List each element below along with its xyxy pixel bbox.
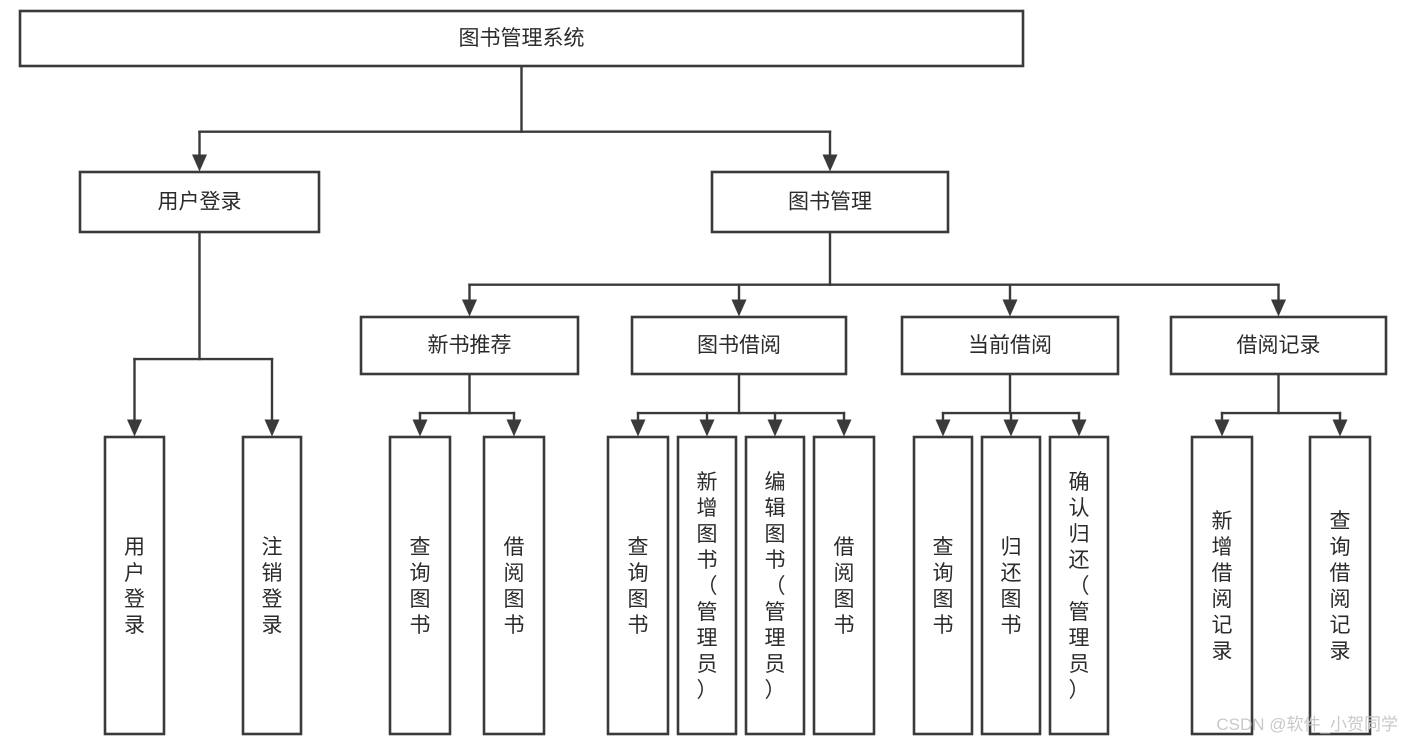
node-label-leaf-confirm-return: 确认归还（管理员） bbox=[1069, 471, 1090, 702]
node-root[interactable]: 图书管理系统 bbox=[18, 9, 1025, 68]
node-label-leaf-query-record: 查询借阅记录 bbox=[1330, 510, 1351, 663]
arrow-head-book-management-current-borrow bbox=[1002, 299, 1018, 317]
node-box-leaf-confirm-return bbox=[1048, 435, 1110, 736]
edge-group-book-borrow bbox=[630, 372, 852, 437]
node-leaf-confirm-return[interactable]: 确认归还（管理员） bbox=[1048, 435, 1110, 736]
arrow-head-root-user-login bbox=[192, 154, 207, 172]
node-leaf-add-record[interactable]: 新增借阅记录 bbox=[1190, 435, 1254, 736]
node-label-leaf-logout: 注销登录 bbox=[262, 536, 283, 637]
node-box-leaf-query-record bbox=[1308, 435, 1372, 736]
node-box-borrow-record bbox=[1169, 315, 1388, 376]
arrow-head-book-borrow-leaf-add-book bbox=[699, 419, 715, 437]
node-label-root: 图书管理系统 bbox=[459, 27, 585, 50]
arrow-head-book-borrow-leaf-edit-book bbox=[767, 419, 783, 437]
node-box-leaf-edit-book bbox=[744, 435, 806, 736]
node-user-login[interactable]: 用户登录 bbox=[78, 170, 321, 234]
node-leaf-query-record[interactable]: 查询借阅记录 bbox=[1308, 435, 1372, 736]
node-box-leaf-query-book-bor bbox=[606, 435, 670, 736]
node-box-current-borrow bbox=[900, 315, 1120, 376]
node-box-leaf-logout bbox=[241, 435, 303, 736]
node-label-current-borrow: 当前借阅 bbox=[968, 334, 1052, 357]
node-box-book-borrow bbox=[630, 315, 848, 376]
node-box-leaf-return-book bbox=[980, 435, 1042, 736]
node-label-leaf-borrow-book-bor: 借阅图书 bbox=[834, 536, 855, 637]
node-box-leaf-borrow-book-bor bbox=[812, 435, 876, 736]
node-label-leaf-add-record: 新增借阅记录 bbox=[1212, 510, 1233, 663]
edge-group-user-login bbox=[127, 230, 280, 437]
node-label-book-borrow: 图书借阅 bbox=[697, 334, 781, 357]
arrow-head-book-management-book-borrow bbox=[731, 299, 747, 317]
node-book-borrow[interactable]: 图书借阅 bbox=[630, 315, 848, 376]
node-label-leaf-borrow-book-rec: 借阅图书 bbox=[504, 536, 525, 637]
node-leaf-query-book-bor[interactable]: 查询图书 bbox=[606, 435, 670, 736]
node-label-leaf-user-login: 用户登录 bbox=[124, 536, 145, 637]
node-label-user-login: 用户登录 bbox=[158, 191, 242, 214]
node-label-book-management: 图书管理 bbox=[788, 191, 872, 214]
watermark-label: CSDN @软件_小贺同学 bbox=[1216, 715, 1398, 734]
node-leaf-borrow-book-bor[interactable]: 借阅图书 bbox=[812, 435, 876, 736]
arrow-head-book-management-borrow-record bbox=[1271, 299, 1286, 317]
node-box-new-book-recommend bbox=[359, 315, 580, 376]
connector-layer bbox=[127, 64, 1348, 437]
arrow-head-user-login-leaf-logout bbox=[264, 419, 280, 437]
node-borrow-record[interactable]: 借阅记录 bbox=[1169, 315, 1388, 376]
arrow-head-current-borrow-leaf-query-book-cur bbox=[935, 419, 951, 437]
arrow-head-borrow-record-leaf-add-record bbox=[1214, 419, 1230, 437]
node-label-leaf-query-book-bor: 查询图书 bbox=[628, 536, 649, 637]
node-leaf-logout[interactable]: 注销登录 bbox=[241, 435, 303, 736]
edge-group-root bbox=[192, 64, 838, 172]
arrow-head-borrow-record-leaf-query-record bbox=[1332, 419, 1348, 437]
arrow-head-current-borrow-leaf-confirm-return bbox=[1071, 419, 1087, 437]
node-label-leaf-return-book: 归还图书 bbox=[1001, 536, 1022, 637]
node-box-leaf-add-book bbox=[676, 435, 738, 736]
node-label-leaf-query-book-rec: 查询图书 bbox=[410, 536, 431, 637]
node-current-borrow[interactable]: 当前借阅 bbox=[900, 315, 1120, 376]
arrow-head-user-login-leaf-user-login bbox=[127, 419, 142, 437]
arrow-head-root-book-management bbox=[822, 154, 838, 172]
node-box-user-login bbox=[78, 170, 321, 234]
node-leaf-borrow-book-rec[interactable]: 借阅图书 bbox=[482, 435, 546, 736]
node-label-new-book-recommend: 新书推荐 bbox=[428, 334, 512, 357]
edge-group-current-borrow bbox=[935, 372, 1087, 437]
node-label-leaf-edit-book: 编辑图书（管理员） bbox=[765, 471, 786, 702]
node-new-book-recommend[interactable]: 新书推荐 bbox=[359, 315, 580, 376]
edge-group-book-management bbox=[462, 230, 1286, 317]
node-leaf-add-book[interactable]: 新增图书（管理员） bbox=[676, 435, 738, 736]
node-box-leaf-query-book-cur bbox=[912, 435, 974, 736]
node-box-leaf-borrow-book-rec bbox=[482, 435, 546, 736]
node-leaf-edit-book[interactable]: 编辑图书（管理员） bbox=[744, 435, 806, 736]
arrow-head-current-borrow-leaf-return-book bbox=[1003, 419, 1019, 437]
node-box-leaf-add-record bbox=[1190, 435, 1254, 736]
arrow-head-book-management-new-book-recommend bbox=[462, 299, 477, 317]
node-box-leaf-query-book-rec bbox=[388, 435, 452, 736]
node-label-leaf-query-book-cur: 查询图书 bbox=[933, 536, 954, 637]
node-box-root bbox=[18, 9, 1025, 68]
edge-group-new-book-recommend bbox=[412, 372, 522, 437]
node-leaf-return-book[interactable]: 归还图书 bbox=[980, 435, 1042, 736]
arrow-head-new-book-recommend-leaf-query-book-rec bbox=[412, 419, 428, 437]
node-box-leaf-user-login bbox=[103, 435, 166, 736]
arrow-head-book-borrow-leaf-borrow-book-bor bbox=[836, 419, 852, 437]
node-layer: 图书管理系统用户登录图书管理新书推荐图书借阅当前借阅借阅记录用户登录注销登录查询… bbox=[18, 9, 1388, 736]
arrow-head-new-book-recommend-leaf-borrow-book-rec bbox=[506, 419, 522, 437]
node-box-book-management bbox=[710, 170, 950, 234]
node-label-leaf-add-book: 新增图书（管理员） bbox=[697, 471, 718, 702]
arrow-head-book-borrow-leaf-query-book-bor bbox=[630, 419, 646, 437]
edge-group-borrow-record bbox=[1214, 372, 1348, 437]
node-leaf-query-book-rec[interactable]: 查询图书 bbox=[388, 435, 452, 736]
node-leaf-user-login[interactable]: 用户登录 bbox=[103, 435, 166, 736]
node-book-management[interactable]: 图书管理 bbox=[710, 170, 950, 234]
node-leaf-query-book-cur[interactable]: 查询图书 bbox=[912, 435, 974, 736]
node-label-borrow-record: 借阅记录 bbox=[1237, 334, 1321, 357]
